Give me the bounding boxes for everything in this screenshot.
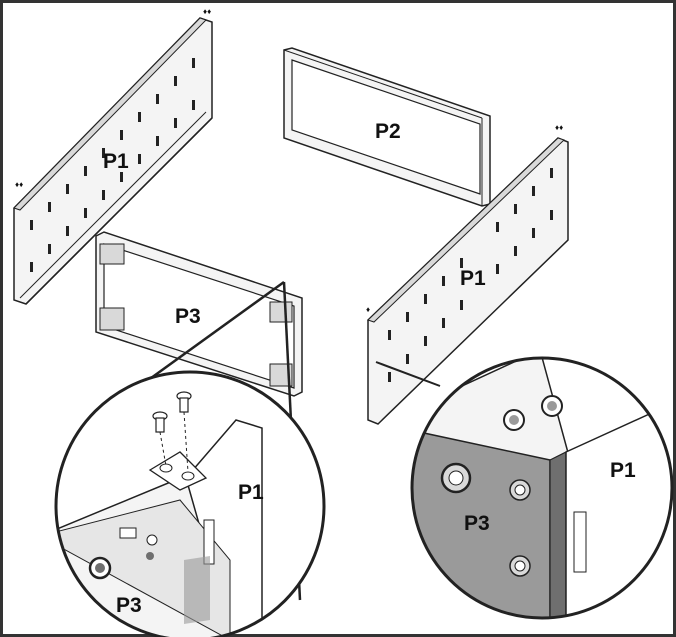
label-zoom-right-p1: P1	[610, 459, 636, 482]
label-zoom-left-p1: P1	[238, 481, 264, 504]
label-p1-right: P1	[460, 267, 486, 290]
leader-line-right	[375, 361, 441, 387]
svg-text:♦: ♦	[366, 305, 370, 314]
label-p2: P2	[375, 120, 401, 143]
label-zoom-left-p3: P3	[116, 594, 142, 617]
panel-p2	[283, 47, 491, 207]
panel-p3	[95, 231, 303, 397]
svg-text:♦♦: ♦♦	[555, 123, 563, 132]
leader-line-left	[139, 280, 285, 388]
panel-p1-right: ♦♦ ♦	[366, 123, 569, 425]
svg-text:♦♦: ♦♦	[15, 180, 23, 189]
zoom-detail-right	[410, 356, 674, 620]
label-p1-left: P1	[103, 150, 129, 173]
label-p3: P3	[175, 305, 201, 328]
svg-text:♦♦: ♦♦	[203, 7, 211, 16]
label-zoom-right-p3: P3	[464, 512, 490, 535]
zoom-detail-left	[54, 370, 326, 637]
panel-p1-left: ♦♦ ♦♦	[13, 7, 213, 305]
